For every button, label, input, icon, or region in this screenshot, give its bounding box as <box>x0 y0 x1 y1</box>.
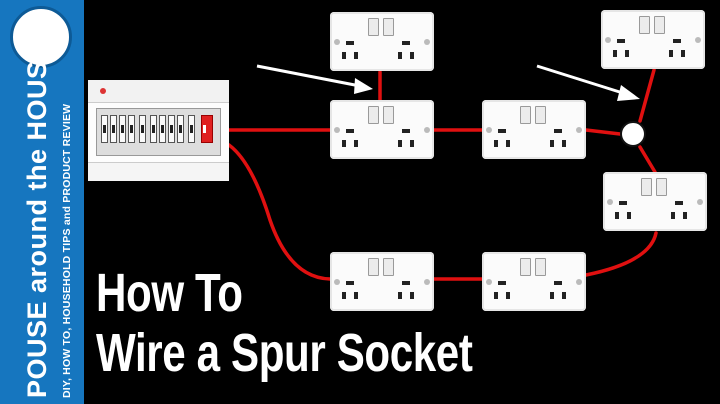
cable-junction-to-spur2 <box>638 68 656 123</box>
consumer-unit <box>88 80 229 181</box>
title-line-2: Wire a Spur Socket <box>96 323 473 383</box>
spur-socket-1 <box>330 12 434 71</box>
logo-text-1: Pouse <box>31 27 50 33</box>
arrow-to-spur1 <box>256 64 361 88</box>
title-line-1: How To <box>96 263 243 323</box>
spur-socket-2 <box>601 10 705 69</box>
ring-socket-2 <box>482 100 586 159</box>
logo-text-3: HOUSE <box>28 42 54 49</box>
junction-box <box>620 121 646 147</box>
cable-socket3-to-socket5 <box>584 231 658 277</box>
house-icon <box>36 24 50 36</box>
ring-socket-5 <box>482 252 586 311</box>
cable-socket4-to-cu <box>227 143 332 281</box>
ring-socket-1 <box>330 100 434 159</box>
cable-socket2-to-junction <box>584 128 622 136</box>
arrow-to-spur2 <box>536 64 627 96</box>
ring-socket-3 <box>603 172 707 231</box>
brand-strip: Pouse around the HOUSE POUSE around the … <box>0 0 84 404</box>
ring-socket-4 <box>330 252 434 311</box>
cable-junction-to-socket3 <box>638 145 657 174</box>
channel-logo: Pouse around the HOUSE <box>10 6 72 68</box>
logo-text-2: around the <box>26 35 56 41</box>
